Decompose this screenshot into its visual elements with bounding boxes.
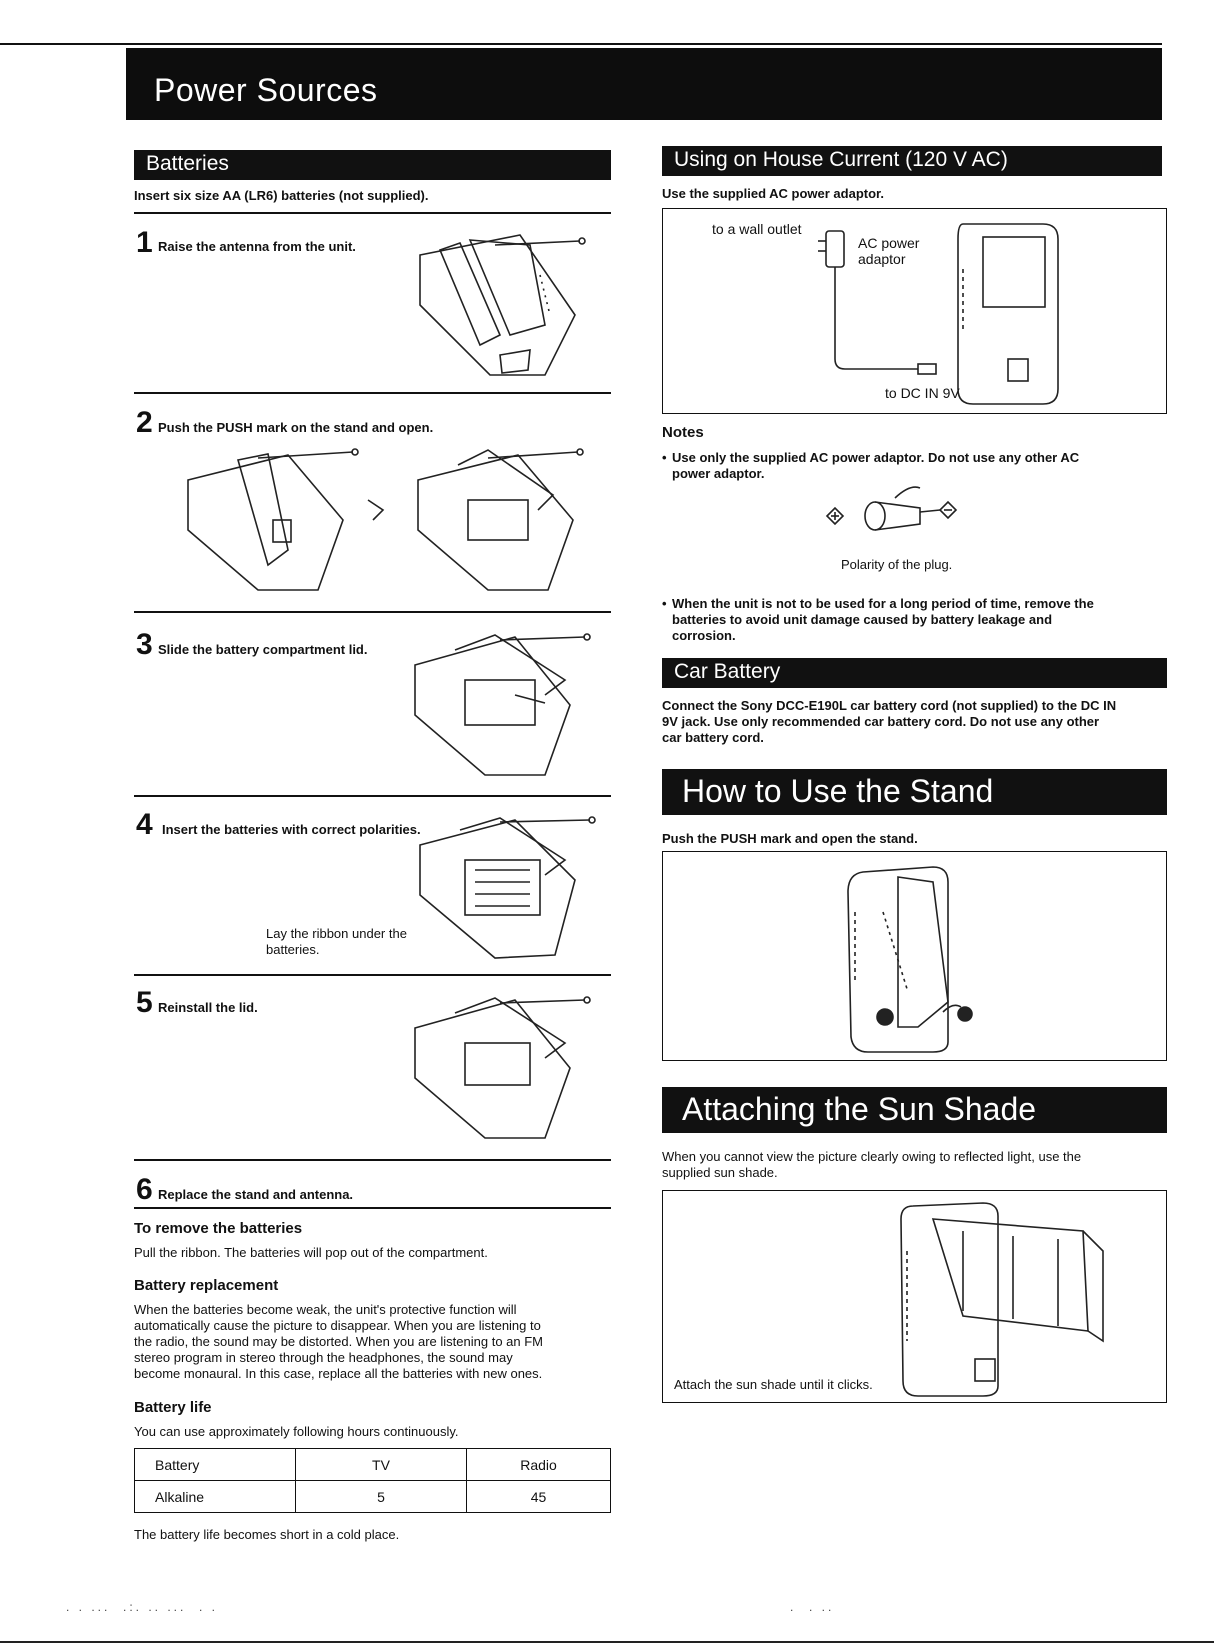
scan-speckle: . . .. <box>790 1600 835 1614</box>
ribbon-caption: batteries. <box>266 942 320 957</box>
step-number: 1 <box>136 226 153 259</box>
table-cell: Battery <box>134 1448 296 1481</box>
note-bullet: • <box>662 450 667 465</box>
sun-shade-text: When you cannot view the picture clearly… <box>662 1149 1082 1164</box>
sun-shade-figure: Attach the sun shade until it clicks. <box>662 1190 1167 1403</box>
step-number: 3 <box>136 628 153 661</box>
step-text: Replace the stand and antenna. <box>158 1187 354 1202</box>
illustration-raise-antenna <box>419 234 586 376</box>
illustration-slide-lid <box>414 633 591 776</box>
label-dc-in: to DC IN 9V <box>885 385 960 401</box>
table-row: Alkaline 5 45 <box>134 1480 611 1513</box>
battery-life-text: You can use approximately following hour… <box>134 1424 459 1439</box>
note-text: When the unit is not to be used for a lo… <box>672 596 1094 611</box>
battery-life-table: Battery TV Radio Alkaline 5 45 <box>134 1448 611 1513</box>
bottom-rule <box>0 1641 1214 1643</box>
note-bullet: • <box>662 596 667 611</box>
sun-shade-caption: Attach the sun shade until it clicks. <box>674 1377 873 1392</box>
table-cell: Alkaline <box>134 1480 296 1513</box>
step-number: 6 <box>136 1173 153 1206</box>
car-battery-text: car battery cord. <box>662 730 764 745</box>
sun-shade-illustration <box>900 1202 1104 1397</box>
replacement-text: When the batteries become weak, the unit… <box>134 1302 517 1317</box>
remove-text: Pull the ribbon. The batteries will pop … <box>134 1245 488 1260</box>
note-text: batteries to avoid unit damage caused by… <box>672 612 1053 627</box>
step-number: 4 <box>136 808 153 841</box>
batteries-header: Batteries <box>134 150 611 180</box>
car-battery-text: 9V jack. Use only recommended car batter… <box>662 714 1100 729</box>
remove-heading: To remove the batteries <box>134 1220 303 1237</box>
replacement-text: the radio, the sound may be distorted. W… <box>134 1334 544 1349</box>
stand-text: Push the PUSH mark and open the stand. <box>662 831 918 846</box>
stand-header: How to Use the Stand <box>662 769 1167 815</box>
title-banner: Power Sources <box>126 48 1162 120</box>
house-current-intro: Use the supplied AC power adaptor. <box>662 186 884 201</box>
step-text: Insert the batteries with correct polari… <box>162 822 421 837</box>
table-cell: TV <box>295 1448 467 1481</box>
page-title: Power Sources <box>154 72 378 108</box>
label-ac-adaptor: AC power <box>858 235 920 251</box>
table-cell: 5 <box>295 1480 467 1513</box>
step-number: 2 <box>136 406 153 439</box>
car-battery-text: Connect the Sony DCC-E190L car battery c… <box>662 698 1117 713</box>
illustration-insert-batteries <box>419 816 596 959</box>
divider <box>134 392 611 394</box>
table-header-row: Battery TV Radio <box>134 1448 611 1481</box>
ribbon-caption: Lay the ribbon under the <box>266 926 407 941</box>
step-text: Raise the antenna from the unit. <box>158 239 356 254</box>
replacement-heading: Battery replacement <box>134 1277 279 1294</box>
notes-heading: Notes <box>662 424 704 441</box>
label-wall-outlet: to a wall outlet <box>712 221 802 237</box>
step-number: 5 <box>136 986 153 1019</box>
note-text: power adaptor. <box>672 466 765 481</box>
table-cell: Radio <box>466 1448 611 1481</box>
divider <box>134 795 611 797</box>
scan-speckle: . . ... .:. .. ... . . <box>66 1600 219 1614</box>
step-text: Push the PUSH mark on the stand and open… <box>158 420 434 435</box>
car-battery-header: Car Battery <box>662 658 1167 688</box>
stand-figure <box>662 851 1167 1061</box>
step-text: Reinstall the lid. <box>158 1000 258 1015</box>
divider <box>134 212 611 214</box>
batteries-intro: Insert six size AA (LR6) batteries (not … <box>134 188 429 203</box>
sun-shade-header: Attaching the Sun Shade <box>662 1087 1167 1133</box>
divider <box>134 611 611 613</box>
stand-illustration <box>847 866 973 1053</box>
polarity-caption: Polarity of the plug. <box>841 557 953 572</box>
step-text: Slide the battery compartment lid. <box>158 642 368 657</box>
replacement-text: automatically cause the picture to disap… <box>134 1318 541 1333</box>
top-rule <box>0 43 1162 45</box>
ac-adaptor-figure: to a wall outlet AC power adaptor to DC … <box>662 208 1167 414</box>
note-text: Use only the supplied AC power adaptor. … <box>672 450 1080 465</box>
house-current-header: Using on House Current (120 V AC) <box>662 146 1162 176</box>
illustration-open-stand <box>187 448 584 591</box>
replacement-text: stereo program in stereo through the hea… <box>134 1350 513 1365</box>
table-cell: 45 <box>466 1480 611 1513</box>
divider <box>134 974 611 976</box>
divider <box>134 1159 611 1161</box>
divider <box>134 1207 611 1209</box>
note-text: corrosion. <box>672 628 736 643</box>
replacement-text: become monaural. In this case, replace a… <box>134 1366 543 1381</box>
plug-polarity-diagram <box>825 486 958 531</box>
cold-note: The battery life becomes short in a cold… <box>134 1527 400 1542</box>
illustration-reinstall-lid <box>414 996 591 1139</box>
adaptor-illustration <box>818 223 1059 405</box>
battery-life-heading: Battery life <box>134 1399 212 1416</box>
sun-shade-text: supplied sun shade. <box>662 1165 778 1180</box>
label-ac-adaptor: adaptor <box>858 251 906 267</box>
